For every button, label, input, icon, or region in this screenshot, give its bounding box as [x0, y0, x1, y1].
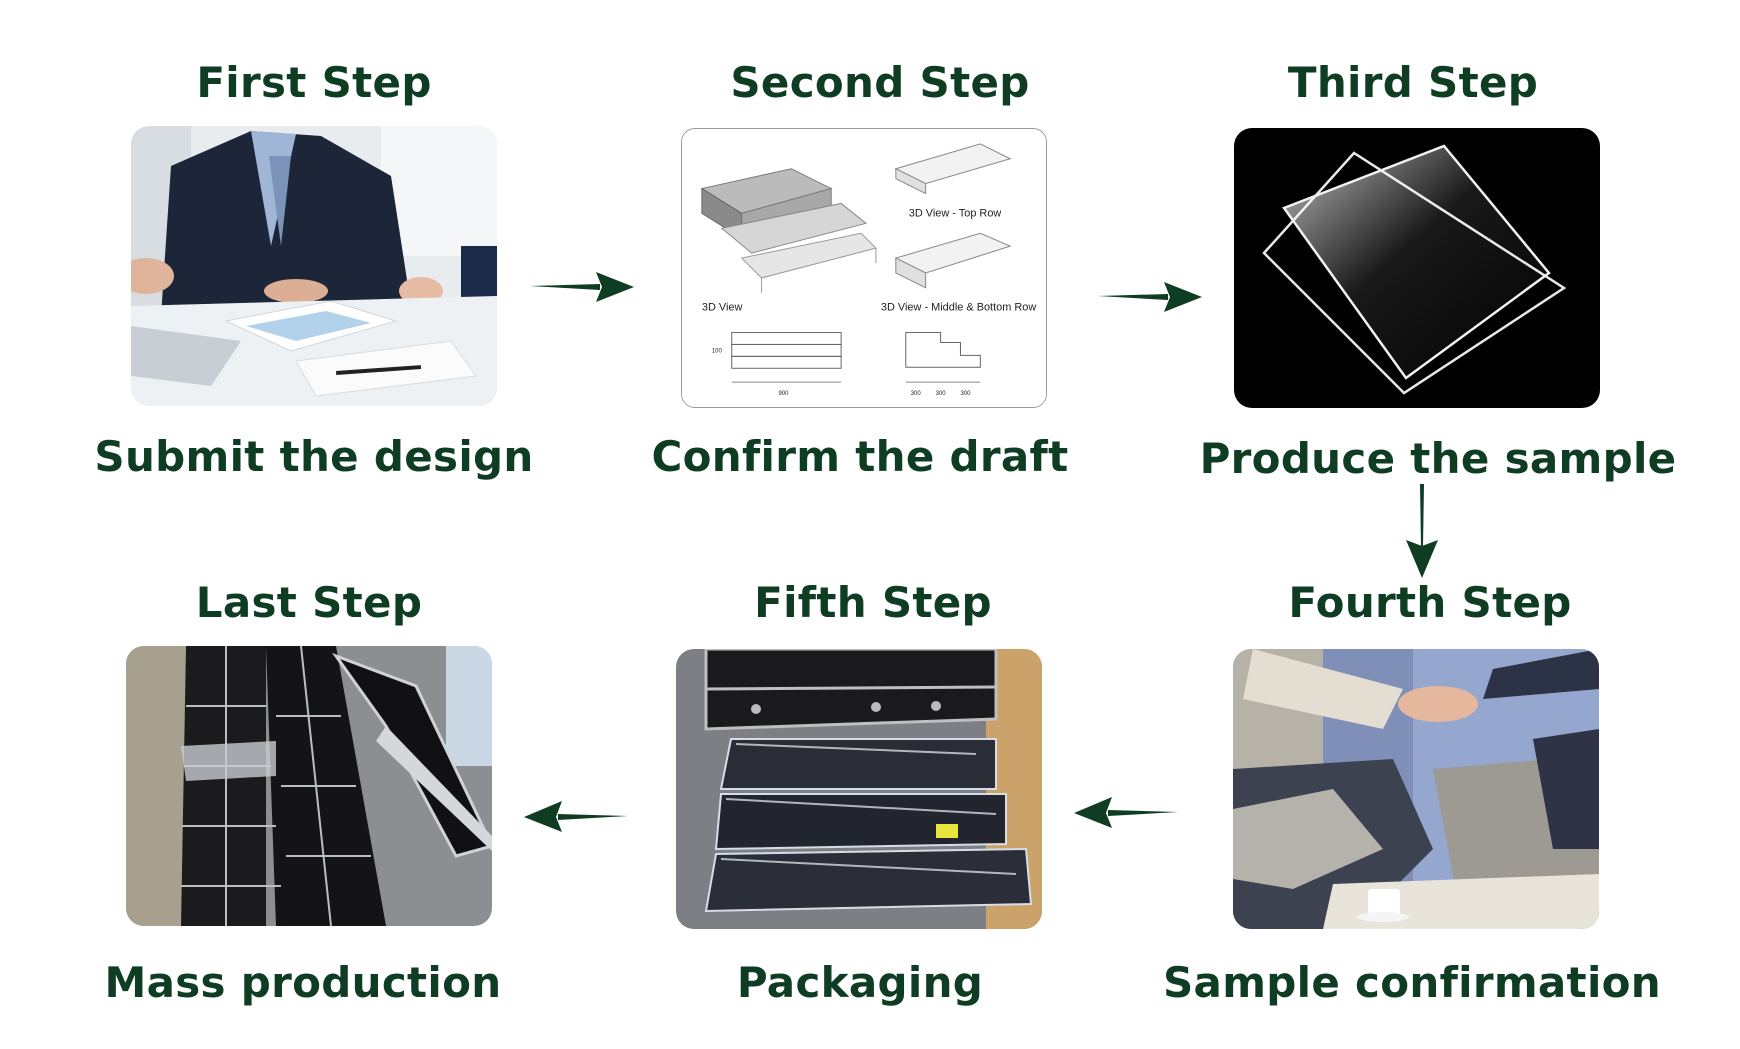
draft-dim-b: 300 — [936, 391, 947, 397]
arrow-left-icon — [524, 801, 628, 832]
step-2-title: Second Step — [730, 58, 1030, 107]
draft-3d-view-label: 3D View — [702, 302, 743, 314]
step-3-image — [1234, 128, 1600, 408]
draft-middle-bottom-label: 3D View - Middle & Bottom Row — [881, 302, 1036, 314]
step-1-title: First Step — [196, 58, 432, 107]
step-4-title: Fourth Step — [1288, 578, 1572, 627]
arrow-down-icon — [1406, 484, 1438, 578]
draft-dim-a: 300 — [911, 391, 922, 397]
draft-dim-c: 300 — [960, 391, 971, 397]
step-5-image — [676, 649, 1042, 929]
step-5-title: Fifth Step — [754, 578, 992, 627]
step-4-image — [1233, 649, 1599, 929]
step-2-image: 3D View 3D View - Top Row 3D View - Midd… — [681, 128, 1047, 408]
step-6-image — [126, 646, 492, 926]
step-6-title: Last Step — [195, 578, 423, 627]
step-3-caption: Produce the sample — [1199, 434, 1677, 483]
step-1-caption: Submit the design — [94, 432, 534, 481]
step-6-caption: Mass production — [104, 958, 502, 1007]
draft-dim-total: 900 — [778, 391, 789, 397]
arrow-right-icon — [1098, 282, 1202, 312]
draft-dim-side: 100 — [712, 348, 723, 354]
step-1-image — [131, 126, 497, 406]
step-3-title: Third Step — [1287, 58, 1539, 107]
draft-top-row-label: 3D View - Top Row — [909, 207, 1002, 219]
arrow-right-icon — [530, 272, 634, 302]
step-2-caption: Confirm the draft — [651, 432, 1069, 481]
step-5-caption: Packaging — [736, 958, 984, 1007]
step-4-caption: Sample confirmation — [1163, 958, 1661, 1007]
arrow-left-icon — [1074, 797, 1178, 828]
